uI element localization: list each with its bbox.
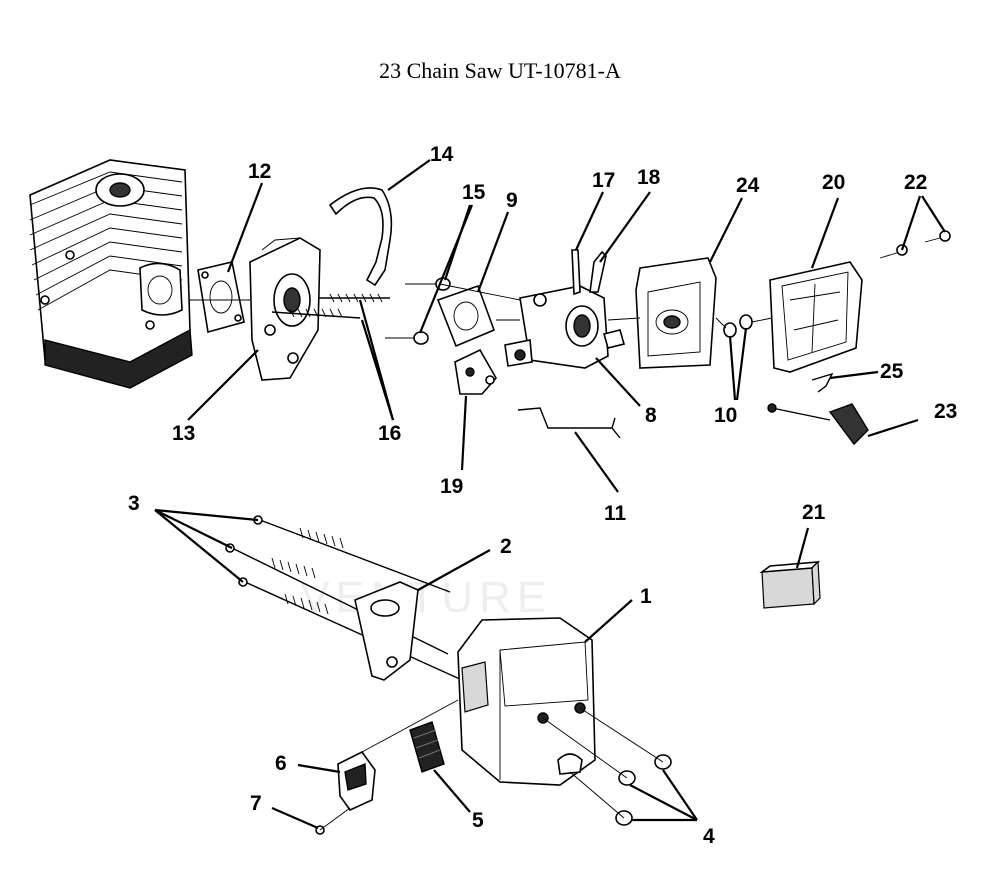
callout-19: 19 [440,475,463,498]
diagram-title: 23 Chain Saw UT-10781-A [379,58,621,83]
callout-9: 9 [506,189,518,212]
callout-5: 5 [472,809,484,832]
callout-23: 23 [934,400,957,423]
callout-24: 24 [736,174,760,197]
callout-7: 7 [250,792,262,815]
callout-16: 16 [378,422,401,445]
callout-11: 11 [604,502,627,525]
part-15-bolts [385,277,451,345]
callout-21: 21 [802,501,826,524]
part-19-bracket [454,348,497,395]
alignment-guides [190,283,773,831]
part-12-gasket [197,261,245,334]
callout-22: 22 [904,171,927,194]
part-1-muffler [457,617,596,786]
part-4-nuts [615,754,672,826]
part-22-screws [879,230,951,259]
callout-3: 3 [128,492,140,515]
part-6-deflector [337,750,376,812]
callout-15: 15 [462,181,486,204]
callout-25: 25 [880,360,904,383]
part-9-spacer [436,284,496,348]
callout-20: 20 [822,171,845,194]
callout-labels: 1 2 3 4 5 6 7 8 9 10 11 12 13 14 15 16 1… [128,143,957,848]
part-21-foam [759,560,821,609]
callout-6: 6 [275,752,287,775]
part-2-muffler-gasket [354,581,419,681]
part-16-studs [271,293,390,319]
part-25-clip [811,372,834,393]
cylinder [29,159,193,389]
callout-2: 2 [500,535,512,558]
callout-10: 10 [714,404,737,427]
part-17-fuel-line [571,249,581,296]
part-23-choke [767,403,869,446]
part-14-fuel-hose [328,187,393,287]
part-24-plate [635,257,717,369]
part-18-fuel-line [589,250,607,293]
callout-17: 17 [592,169,615,192]
part-10-nuts [723,314,753,338]
callout-1: 1 [640,585,652,608]
callout-18: 18 [637,166,661,189]
leader-lines [154,159,946,830]
part-11-throttle-rod [517,407,621,439]
part-13-manifold [249,237,321,381]
callout-13: 13 [172,422,195,445]
part-8-carburetor [504,285,625,369]
watermark: VENTURE [300,573,552,622]
part-5-screen [409,721,445,773]
part-20-air-filter [769,261,863,373]
callout-8: 8 [645,404,657,427]
callout-12: 12 [248,160,271,183]
callout-4: 4 [703,825,715,848]
callout-14: 14 [430,143,454,166]
